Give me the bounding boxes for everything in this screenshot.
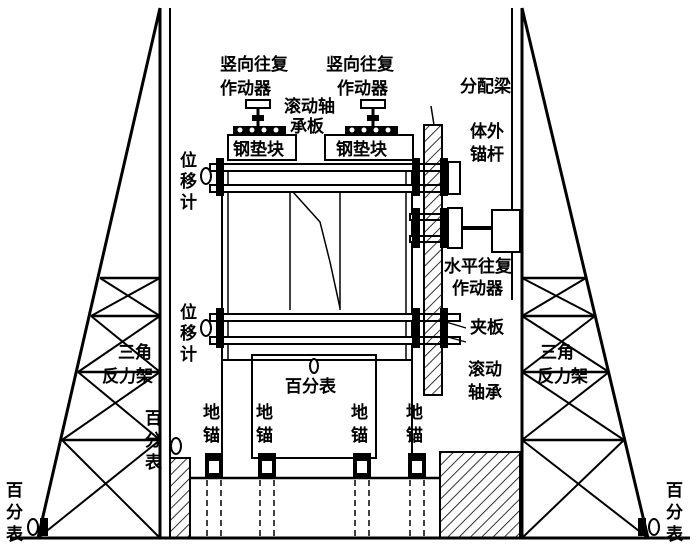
label-dial-gauge-mid-left-1: 百 [145,409,162,429]
label-dial-gauge-center: 百分表 [285,376,337,397]
label-triangle-frame-left-2: 反力架 [102,366,153,387]
vertical-actuator-left [245,99,271,126]
external-anchor-device [447,161,461,195]
label-vertical-actuator-left-2: 作动器 [220,78,272,99]
label-dial-gauge-mid-left-3: 表 [145,452,163,473]
label-ground-anchor-2b: 锚 [256,425,273,446]
label-lvdt-upper-1: 位 [180,150,197,171]
label-triangle-frame-right-1: 三角 [540,342,574,363]
leader-roller-bearing [443,335,467,343]
label-triangle-frame-right-2: 反力架 [537,366,588,387]
label-dial-gauge-far-left-3: 表 [6,524,24,545]
label-vertical-actuator-left-1: 竖向往复 [220,54,289,75]
steel-pad-right [324,134,414,161]
base-beam [189,476,441,538]
roller-bearing-plate [233,126,398,135]
label-lvdt-upper-2: 移 [180,171,197,192]
label-ground-anchor-3a: 地 [351,402,368,423]
ground-anchors [205,453,426,538]
label-ground-anchor-4a: 地 [406,402,423,423]
label-dial-gauge-mid-left-2: 分 [145,431,162,451]
leader-clamp-plate [445,321,467,329]
ground-anchor-2 [258,453,276,538]
distribution-beam [423,105,443,396]
horizontal-actuator [447,207,521,253]
foundation-block-right [439,451,521,539]
label-dial-gauge-far-left-2: 分 [6,503,23,523]
label-lvdt-upper-3: 计 [180,192,197,213]
label-roller-bearing-2: 轴承 [468,382,502,403]
dial-gauge-center-icon [309,358,319,374]
label-vertical-actuator-right-1: 竖向往复 [326,54,395,75]
label-ground-anchor-3b: 锚 [351,425,368,446]
label-clamp-plate: 夹板 [470,317,505,338]
vertical-actuator-right [360,99,386,126]
upper-through-bars [209,158,461,196]
foundation-block-left [169,457,191,539]
ground-anchor-4 [408,453,426,538]
steel-pad-left [227,134,297,161]
label-distribution-beam: 分配梁 [460,76,512,97]
dial-gauge-far-right-icon [648,518,660,536]
label-dial-gauge-far-right-2: 分 [666,503,683,523]
label-roller-bearing-1: 滚动 [468,359,502,380]
label-steel-pad-left: 钢垫块 [233,139,285,160]
ground-anchor-1 [205,453,223,538]
lvdt-upper-icon [200,167,212,185]
label-dial-gauge-far-right-3: 表 [666,524,684,545]
label-ground-anchor-1b: 锚 [203,425,220,446]
label-lvdt-lower-1: 位 [180,302,197,323]
label-horizontal-actuator-1: 水平往复 [444,256,513,277]
label-external-anchor-1: 体外 [470,121,504,142]
label-triangle-frame-left-1: 三角 [118,342,152,363]
label-horizontal-actuator-2: 作动器 [452,278,504,299]
triangle-reaction-frame-left [36,7,171,539]
label-ground-anchor-2a: 地 [256,402,273,423]
lower-through-bars [209,308,461,348]
specimen-column [221,164,413,459]
label-dial-gauge-far-left-1: 百 [6,481,23,501]
label-external-anchor-2: 锚杆 [470,144,504,165]
triangle-reaction-frame-right [511,7,650,539]
label-ground-anchor-4b: 锚 [406,425,423,446]
dial-gauge-far-left-icon [27,518,39,536]
lvdt-lower-icon [200,319,212,337]
label-roller-bearing-plate-2: 承板 [290,116,325,137]
label-lvdt-lower-2: 移 [180,323,197,344]
label-roller-bearing-plate-1: 滚动轴 [284,96,335,117]
label-lvdt-lower-3: 计 [180,344,197,365]
label-ground-anchor-1a: 地 [203,402,220,423]
label-vertical-actuator-right-2: 作动器 [337,78,389,99]
ground-anchor-3 [353,453,371,538]
label-steel-pad-right: 钢垫块 [336,139,388,160]
dial-gauge-mid-left-icon [170,437,182,455]
label-dial-gauge-far-right-1: 百 [666,481,683,501]
